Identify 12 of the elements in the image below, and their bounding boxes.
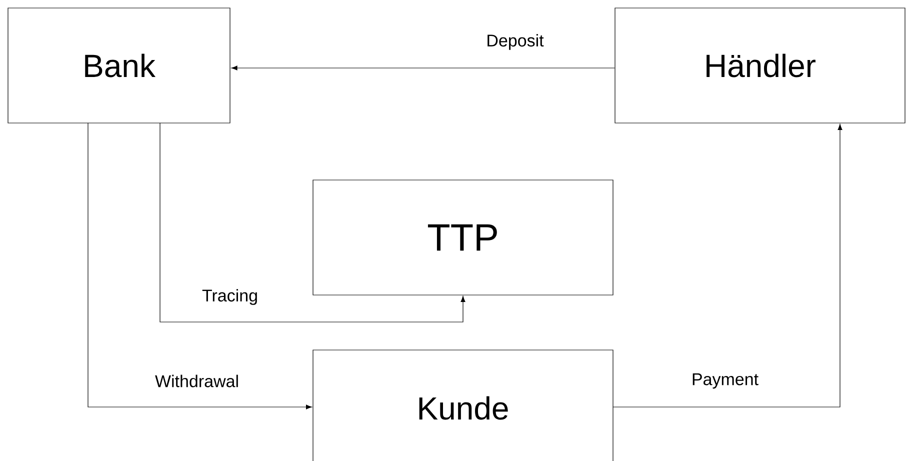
edge-label: Payment: [692, 373, 758, 389]
edge-label: Deposit: [488, 34, 544, 50]
process-box: Bank: [8, 8, 230, 124]
process-box: TTP: [312, 180, 614, 296]
edge-label: Tracing: [202, 289, 257, 305]
arrow: [612, 124, 842, 408]
process-box: Kunde: [312, 350, 614, 461]
arrow: [160, 122, 466, 322]
process-box: Händler: [614, 8, 906, 124]
arrow: [88, 122, 312, 410]
arrow: [231, 66, 615, 70]
edge-label: Withdrawal: [155, 374, 238, 388]
